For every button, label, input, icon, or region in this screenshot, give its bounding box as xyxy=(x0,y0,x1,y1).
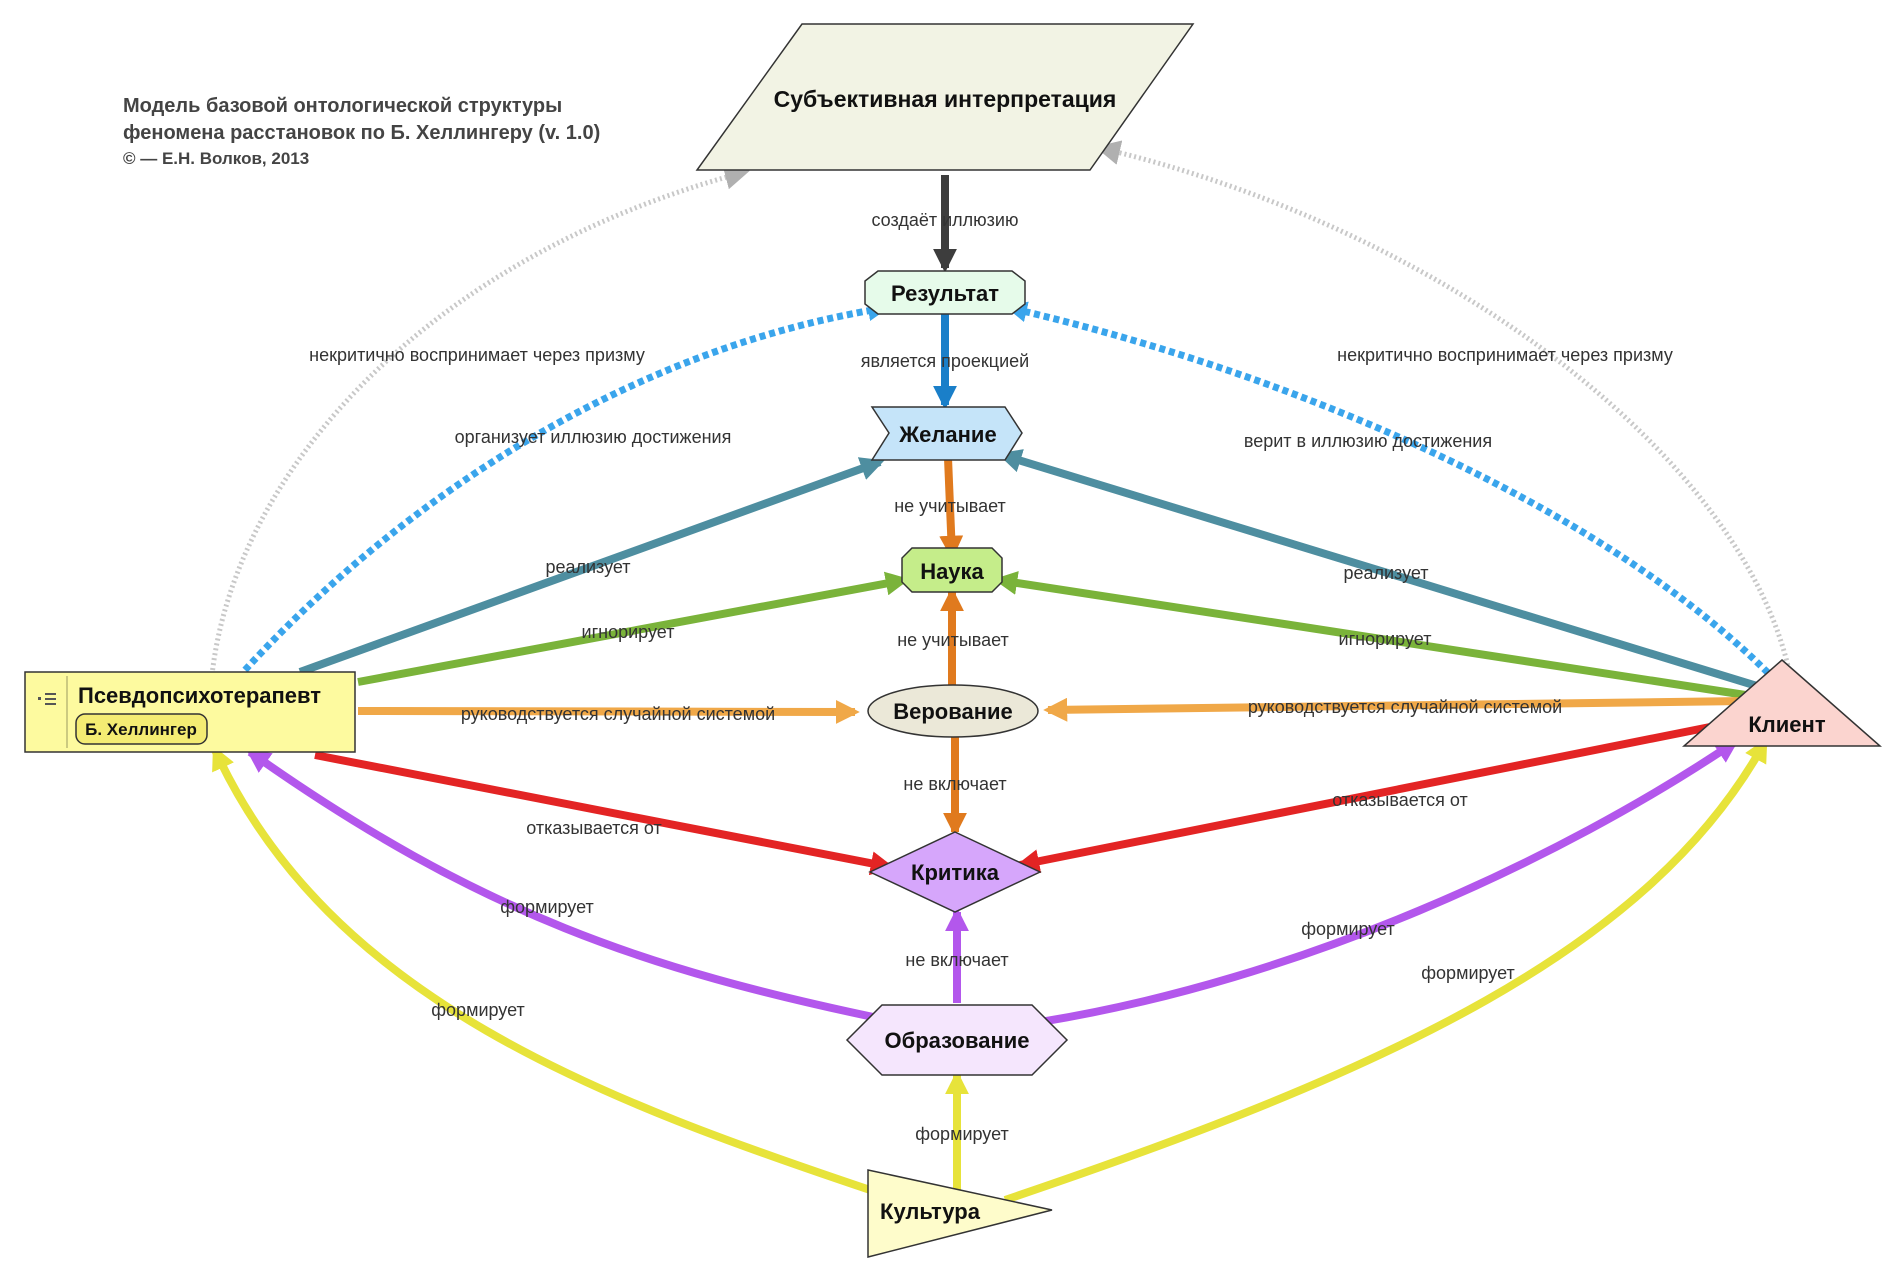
edge-pseudo-result xyxy=(242,300,890,673)
edge-client-belief xyxy=(1043,697,1746,722)
node-result-label: Результат xyxy=(891,281,999,306)
node-client[interactable]: Клиент xyxy=(1682,659,1882,747)
node-critique[interactable]: Критика xyxy=(868,831,1042,913)
edge-pseudo-interpretation xyxy=(209,165,750,676)
label-realizes-left: реализует xyxy=(545,557,630,577)
node-pseudo-label: Псевдопсихотерапевт xyxy=(78,683,321,708)
edge-pseudo-science xyxy=(357,571,910,686)
node-interpretation[interactable]: Субъективная интерпретация xyxy=(695,23,1195,171)
label-not-considers-1: не учитывает xyxy=(894,496,1006,516)
node-culture-label: Культура xyxy=(880,1199,981,1224)
node-education-label: Образование xyxy=(885,1028,1030,1053)
edge-education-client xyxy=(1039,738,1739,1026)
edge-pseudo-critique xyxy=(314,751,895,876)
node-interpretation-label: Субъективная интерпретация xyxy=(774,86,1117,112)
title-line-2: феномена расстановок по Б. Хеллингеру (v… xyxy=(123,122,600,144)
node-desire[interactable]: Желание xyxy=(870,406,1023,461)
label-not-considers-2: не учитывает xyxy=(897,630,1009,650)
edge-culture-pseudo xyxy=(211,745,887,1199)
label-not-includes-1: не включает xyxy=(903,774,1006,794)
pseudo-tag xyxy=(75,713,208,745)
label-creates-illusion: создаёт иллюзию xyxy=(871,210,1018,230)
edge-client-interpretation xyxy=(1095,140,1793,676)
label-random-system-left: руководствуется случайной системой xyxy=(461,704,775,724)
label-ignores-right: игнорирует xyxy=(1339,629,1432,649)
edge-pseudo-belief xyxy=(357,699,860,724)
node-pseudo[interactable]: Псевдопсихотерапевт Б. Хеллингер xyxy=(24,671,356,753)
label-realizes-right: реализует xyxy=(1343,563,1428,583)
node-science-label: Наука xyxy=(920,559,984,584)
label-organizes-illusion: организует иллюзию достижения xyxy=(455,427,732,447)
edge-client-result xyxy=(1005,301,1778,683)
label-not-includes-2: не включает xyxy=(905,950,1008,970)
label-forms-culture-pseudo: формирует xyxy=(431,1000,525,1020)
edge-client-critique xyxy=(1015,714,1756,874)
edge-client-science xyxy=(993,571,1753,700)
label-random-system-right: руководствуется случайной системой xyxy=(1248,697,1562,717)
edge-education-pseudo xyxy=(246,748,879,1022)
node-belief[interactable]: Верование xyxy=(867,684,1039,738)
node-critique-label: Критика xyxy=(911,860,1000,885)
label-forms-edu-pseudo: формирует xyxy=(500,897,594,917)
edge-desire-science xyxy=(939,457,964,560)
node-client-label: Клиент xyxy=(1748,712,1825,737)
label-uncritical-right: некритично воспринимает через призму xyxy=(1337,345,1673,365)
node-culture[interactable]: Культура xyxy=(867,1169,1053,1258)
outline-icon xyxy=(38,693,56,705)
edge-culture-client xyxy=(1003,737,1769,1204)
label-refuses-left: отказывается от xyxy=(526,818,662,838)
diagram-title: Модель базовой онтологической структуры … xyxy=(123,95,600,168)
label-forms-edu-client: формирует xyxy=(1301,919,1395,939)
label-is-projection: является проекцией xyxy=(861,351,1029,371)
edge-labels: создаёт иллюзию является проекцией не уч… xyxy=(309,210,1673,1144)
label-uncritical-left: некритично воспринимает через призму xyxy=(309,345,645,365)
node-belief-label: Верование xyxy=(893,699,1013,724)
label-forms-culture-client: формирует xyxy=(1421,963,1515,983)
node-pseudo-sub-label: Б. Хеллингер xyxy=(85,720,197,739)
node-education[interactable]: Образование xyxy=(845,1004,1069,1076)
node-desire-label: Желание xyxy=(898,422,996,447)
edge-client-desire xyxy=(997,449,1772,694)
edge-pseudo-desire xyxy=(298,457,885,676)
title-line-1: Модель базовой онтологической структуры xyxy=(123,95,562,117)
label-believes-illusion: верит в иллюзию достижения xyxy=(1244,431,1492,451)
label-refuses-right: отказывается от xyxy=(1332,790,1468,810)
node-science[interactable]: Наука xyxy=(901,547,1003,593)
node-result[interactable]: Результат xyxy=(864,270,1026,315)
label-forms-culture-education: формирует xyxy=(915,1124,1009,1144)
label-ignores-left: игнорирует xyxy=(582,622,675,642)
title-line-3: © — Е.Н. Волков, 2013 xyxy=(123,149,309,168)
